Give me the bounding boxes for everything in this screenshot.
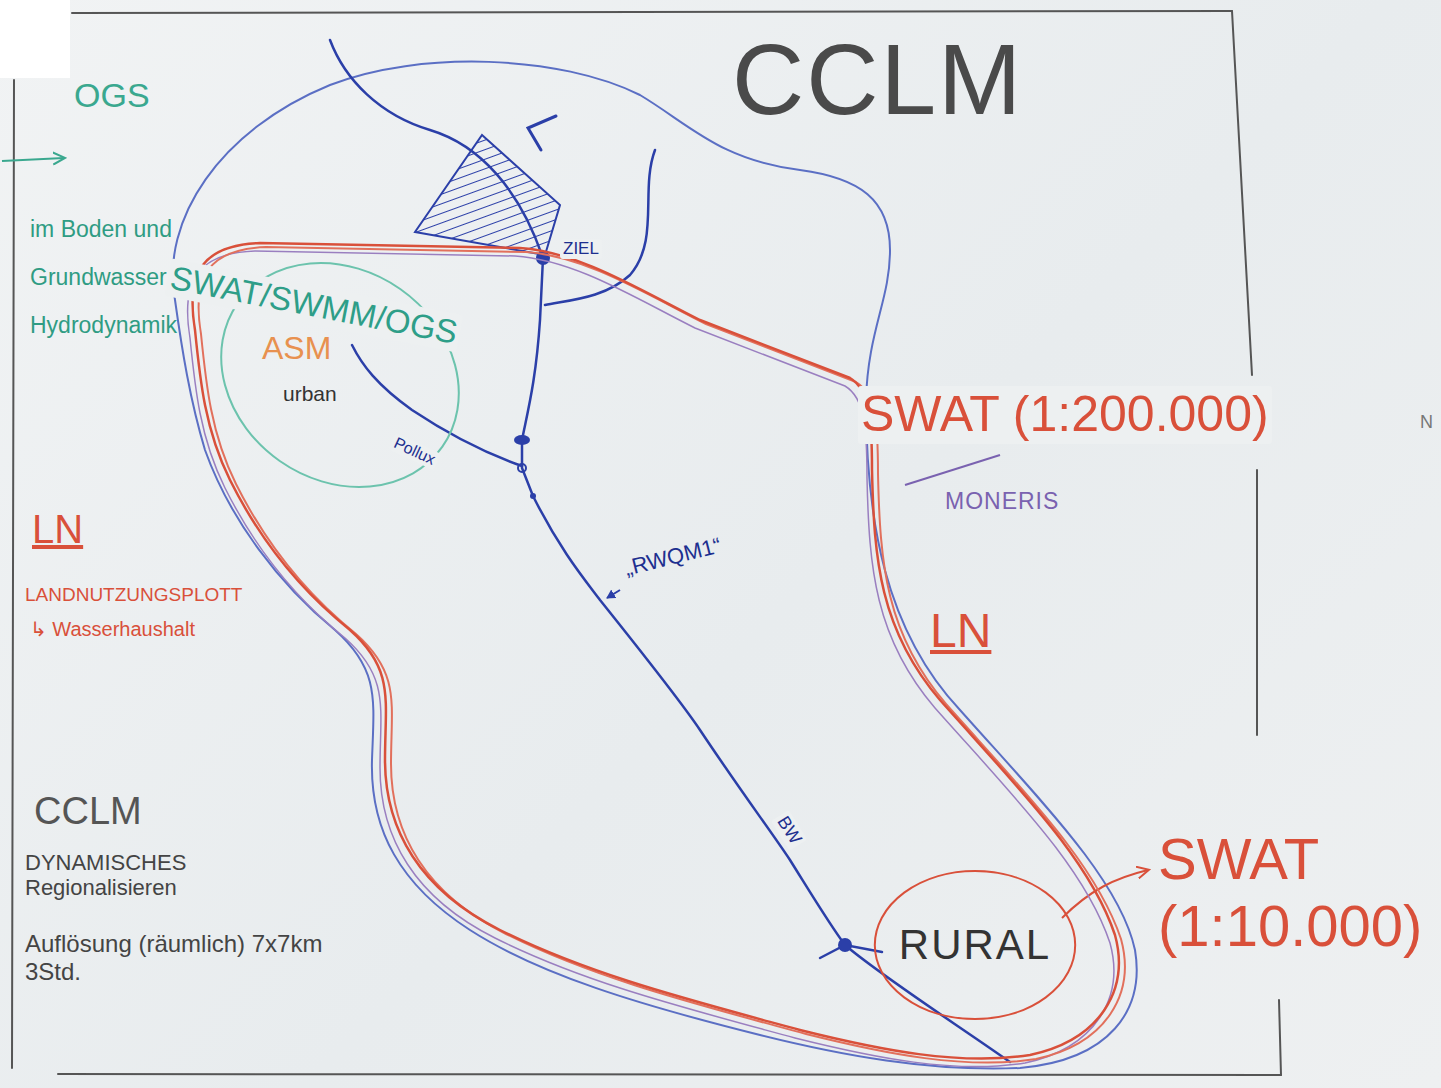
note: ↳ Wasserhaushalt xyxy=(30,618,195,641)
model-label: „RWQM1“ xyxy=(622,533,724,581)
model-label: ASM xyxy=(262,330,331,367)
title: CCLM xyxy=(732,22,1023,137)
rivers xyxy=(330,40,1010,1062)
frame-line xyxy=(72,11,1232,13)
river-label: BW xyxy=(771,810,807,851)
frame-line xyxy=(58,1074,1281,1075)
point-label: ZIEL xyxy=(560,239,602,259)
outline-stroke xyxy=(188,251,1114,1067)
edge-mark: N xyxy=(1420,412,1433,433)
frame-line xyxy=(12,80,14,1068)
note-heading: CCLM xyxy=(34,790,142,834)
outline-stroke xyxy=(177,217,502,532)
masked-corner xyxy=(0,0,70,78)
hatched-zone xyxy=(415,135,560,255)
model-label: SWAT (1:200.000) xyxy=(858,386,1272,444)
gauge-dot xyxy=(518,464,526,472)
frame-line xyxy=(1279,1000,1281,1075)
frame xyxy=(12,11,1281,1075)
frame-line xyxy=(1256,470,1258,735)
outline-stroke xyxy=(199,247,1125,1063)
leader xyxy=(607,590,620,598)
catchment-region: SWAT (1:200.000)MONERISLNSWAT/SWMM/OGSAS… xyxy=(170,230,1330,1075)
model-note: im Boden und Grundwasser Hydrodynamik xyxy=(30,205,205,349)
outline-stroke xyxy=(875,871,1075,1019)
area-label: RURAL xyxy=(899,921,1051,969)
node-outline xyxy=(170,230,1330,1075)
note: DYNAMISCHES Regionalisieren xyxy=(25,850,265,901)
model-label: MONERIS xyxy=(945,488,1059,514)
river-label: Pollux xyxy=(388,433,441,471)
outline-stroke xyxy=(193,243,1119,1059)
landuse-tag: LN xyxy=(32,506,83,552)
river xyxy=(352,345,522,466)
arrow xyxy=(2,158,64,161)
catchment-outline xyxy=(173,62,1137,1069)
arrow-head xyxy=(528,116,556,150)
area-label: urban xyxy=(283,382,337,406)
model-note: OGS xyxy=(74,76,150,115)
river xyxy=(330,40,543,258)
gauge-dot xyxy=(530,493,536,499)
gauge-dot xyxy=(514,435,530,445)
slash-mark xyxy=(905,455,1000,485)
note: Auflösung (räumlich) 7x7km 3Std. xyxy=(25,930,385,985)
model-label: SWAT (1:10.000) xyxy=(1158,826,1433,959)
river xyxy=(545,150,655,305)
gauge-dot xyxy=(838,938,852,952)
note: LANDNUTZUNGSPLOTT xyxy=(25,584,242,606)
rural-zone: RURAL xyxy=(875,865,1075,1025)
frame-line xyxy=(1232,11,1252,375)
landuse-tag: LN xyxy=(930,603,991,658)
